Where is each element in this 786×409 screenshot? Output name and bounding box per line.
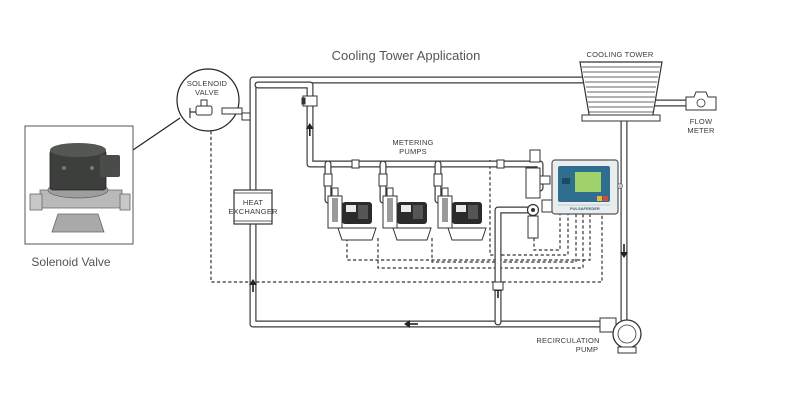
solenoid-valve-photo-caption: Solenoid Valve	[31, 255, 110, 269]
cooling-tower	[579, 61, 663, 122]
sample-return-pipe	[494, 206, 532, 326]
check-valve	[351, 159, 360, 169]
solenoid-valve-callout	[132, 68, 243, 151]
solenoid-valve-icon	[189, 99, 243, 118]
callout-leader-line	[132, 117, 181, 151]
metering-pump	[378, 173, 432, 241]
union-fitting	[241, 112, 251, 121]
metering-pumps-label-line2: PUMPS	[399, 147, 427, 156]
flow-meter-label-line2: METER	[687, 126, 715, 135]
controller	[551, 159, 623, 215]
union-fitting	[492, 281, 504, 291]
check-valve	[496, 159, 505, 169]
heat-exchanger	[233, 189, 273, 225]
control-wiring	[210, 120, 603, 283]
controller-brand-label: PULSAFEEDER	[570, 206, 600, 211]
metering-pumps-label-line1: METERING	[392, 138, 433, 147]
recirculation-pump-label-line2: PUMP	[576, 345, 598, 354]
flow-meter-label-line1: FLOW	[690, 117, 713, 126]
solenoid-valve-photo	[24, 125, 134, 245]
cooling-tower-label: COOLING TOWER	[587, 50, 654, 59]
solenoid-valve-photo-body	[29, 143, 131, 233]
recirculation-pump	[599, 317, 642, 354]
arrow-up-loop	[249, 279, 257, 292]
solenoid-callout-label-line2: VALVE	[195, 88, 219, 97]
heat-exchanger-label-line2: EXCHANGER	[228, 207, 278, 216]
sensor-assembly	[525, 149, 553, 239]
arrow-up-bypass	[306, 123, 314, 136]
solenoid-callout-label-line1: SOLENOID	[187, 79, 228, 88]
controller-display	[575, 172, 601, 192]
metering-pumps	[323, 173, 487, 241]
flow-meter	[685, 91, 717, 111]
bypass-line-pipe	[254, 81, 544, 192]
arrow-down-tower	[620, 244, 628, 258]
heat-exchanger-label-line1: HEAT	[243, 198, 263, 207]
pipe-fittings	[241, 95, 505, 291]
arrow-left-bottom	[404, 320, 418, 328]
metering-pump	[323, 173, 377, 241]
recirculation-pump-label-line1: RECIRCULATION	[536, 336, 599, 345]
diagram-title: Cooling Tower Application	[332, 48, 481, 63]
metering-pump	[433, 173, 487, 241]
